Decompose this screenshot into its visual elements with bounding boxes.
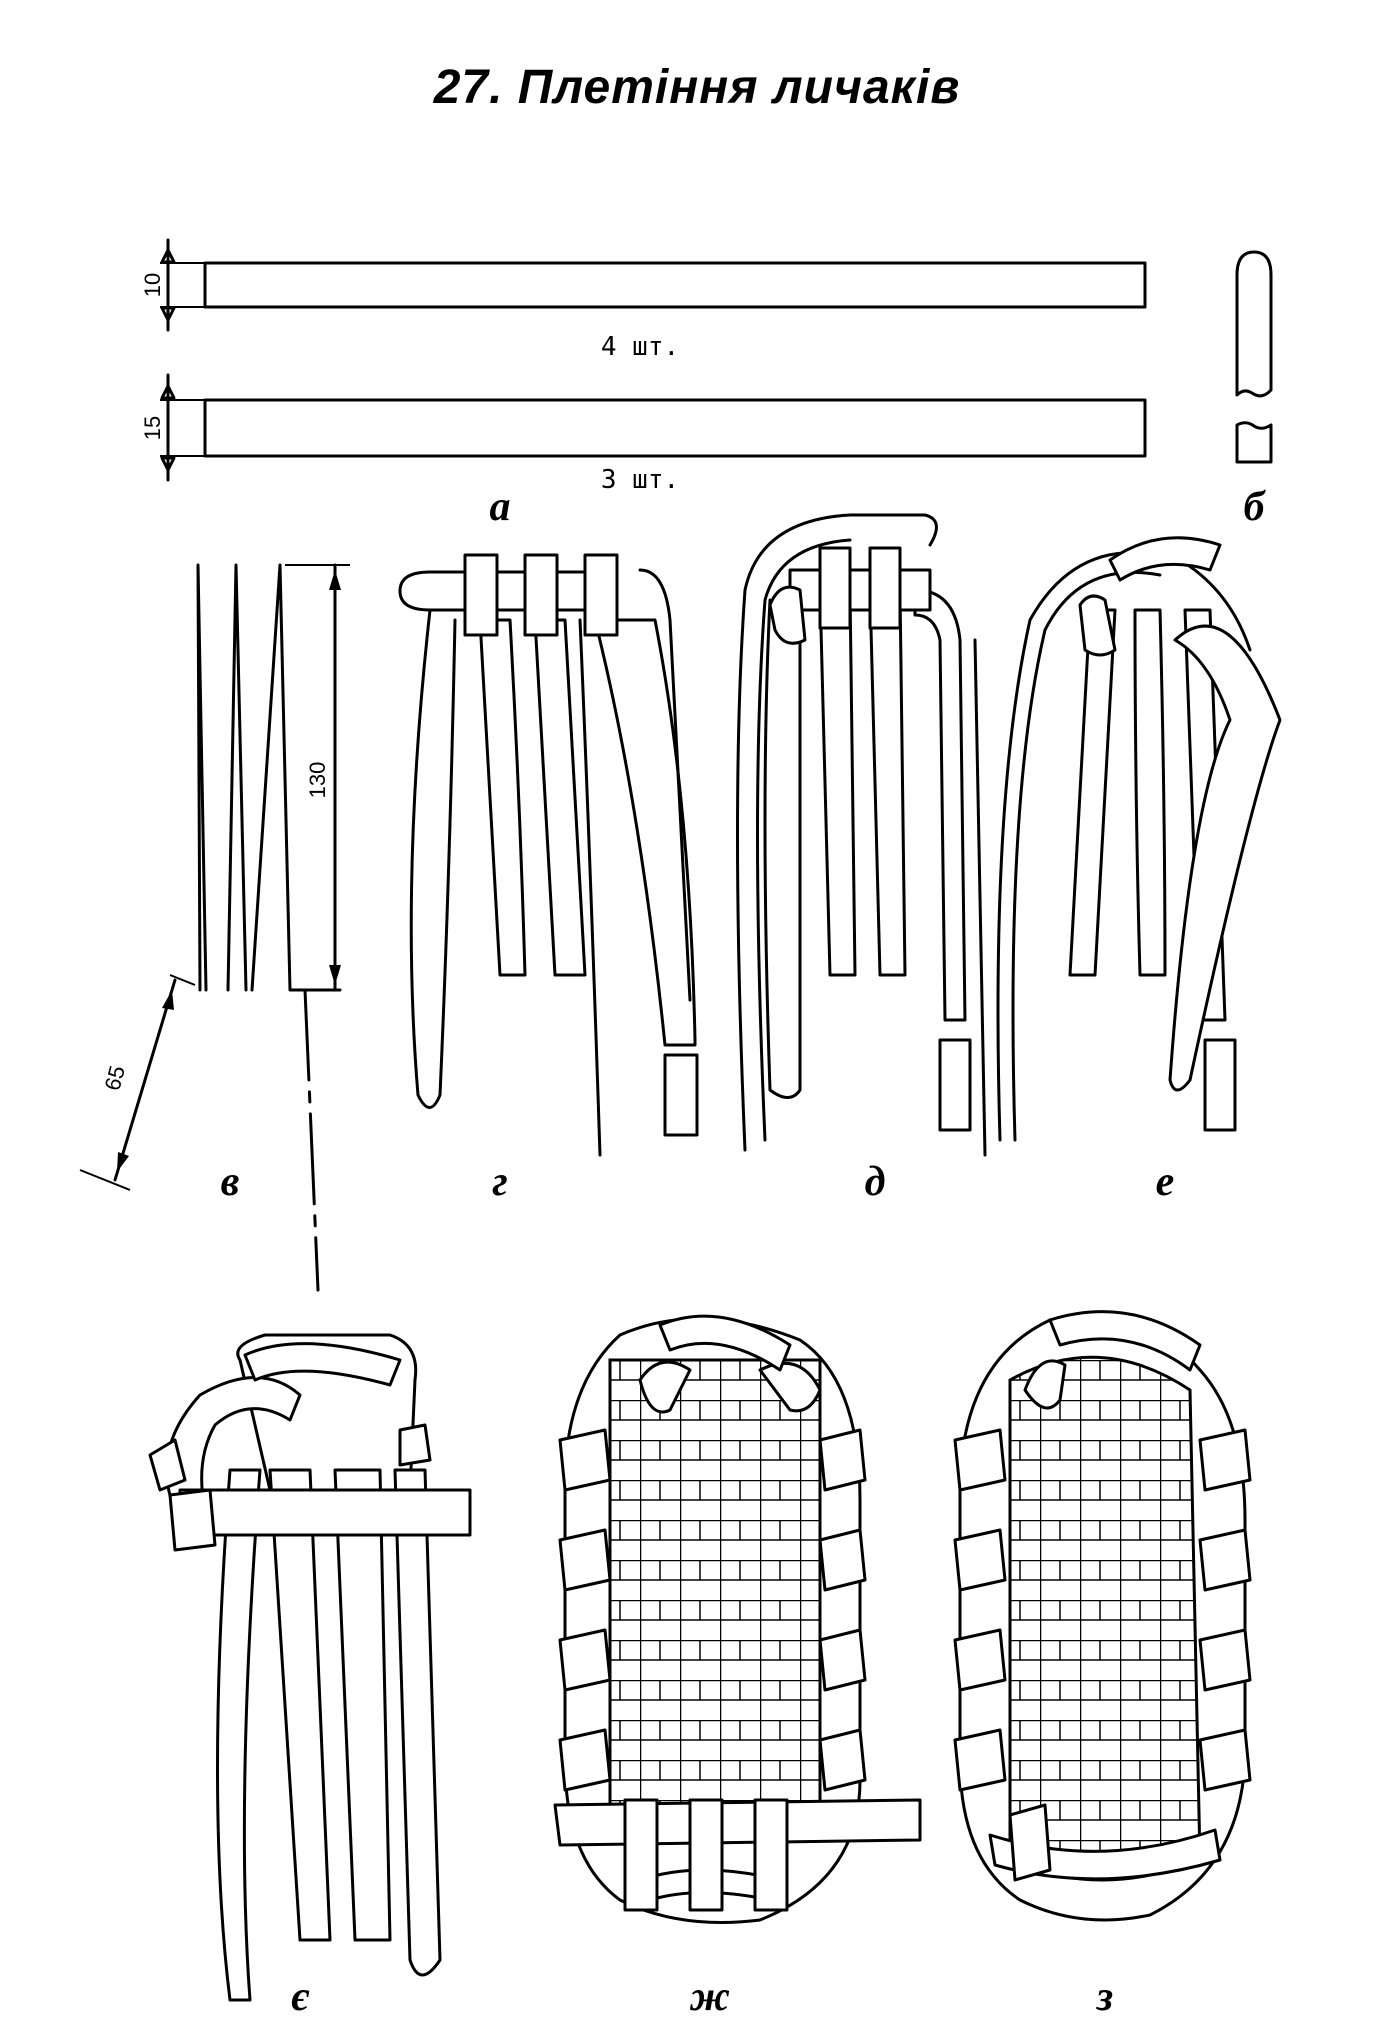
cut-dimension-label: 65	[100, 1063, 130, 1093]
label-ye: є	[291, 1974, 310, 2020]
figure-ye-base: є	[148, 1333, 472, 2020]
label-a: а	[490, 484, 511, 530]
label-v: в	[221, 1159, 240, 1205]
label-e: е	[1156, 1159, 1175, 1205]
strip-10mm: 10 4 шт.	[140, 238, 1147, 362]
strip-15-quantity-label: 3 шт.	[601, 465, 679, 495]
strip-10-quantity-label: 4 шт.	[601, 332, 679, 362]
label-d: д	[865, 1159, 886, 1205]
figure-e-crossing: е	[996, 536, 1282, 1205]
label-zh: ж	[689, 1974, 730, 2020]
page-title: 27. Плетіння личаків	[433, 61, 961, 114]
figure-z-finished: з	[953, 1310, 1252, 2020]
figure-a-strips: 10 4 шт. 15 3 шт. а	[140, 238, 1147, 530]
label-z: з	[1096, 1974, 1113, 2020]
strip-10-width-label: 10	[140, 273, 165, 297]
strip-15mm: 15 3 шт.	[140, 373, 1147, 495]
label-b: б	[1244, 484, 1267, 530]
figure-zh-weaving: ж	[553, 1314, 922, 2020]
figure-g-start: г	[398, 553, 699, 1205]
label-g: г	[492, 1159, 508, 1205]
figure-v-pattern: 130 65 в	[79, 563, 350, 1292]
figure-d-folding: д	[736, 513, 987, 1205]
length-dimension-label: 130	[305, 762, 330, 799]
figure-b-strip-end: б	[1235, 250, 1273, 530]
strip-15-width-label: 15	[140, 416, 165, 440]
